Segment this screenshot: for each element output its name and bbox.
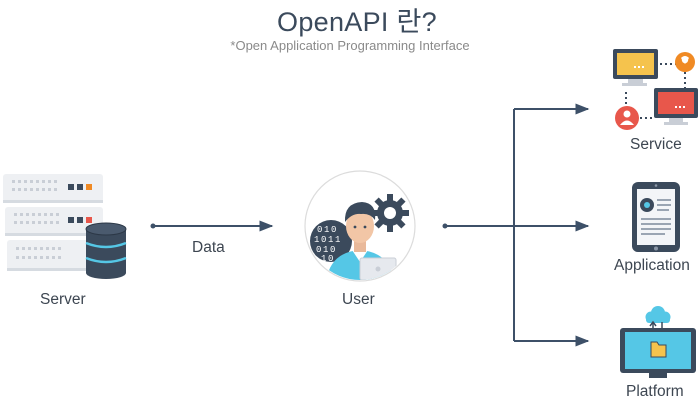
svg-text:0: 0 <box>321 235 326 245</box>
monitor-cloud-icon <box>620 306 696 378</box>
server-label: Server <box>40 291 86 308</box>
svg-text:0: 0 <box>330 245 335 255</box>
platform-label: Platform <box>626 383 684 400</box>
svg-text:1: 1 <box>321 254 326 264</box>
page-subtitle: *Open Application Programming Interface <box>230 38 470 53</box>
svg-text:0: 0 <box>316 245 321 255</box>
svg-text:1: 1 <box>324 225 329 235</box>
branch-arrows <box>442 103 590 347</box>
application-label: Application <box>614 257 690 274</box>
tablet-icon <box>632 182 680 252</box>
network-monitors-icon <box>613 49 698 130</box>
data-edge-label: Data <box>192 239 225 256</box>
user-label: User <box>342 291 375 308</box>
svg-text:1: 1 <box>328 235 333 245</box>
svg-text:1: 1 <box>335 235 340 245</box>
server-database-icon <box>3 174 127 279</box>
service-label: Service <box>630 136 682 153</box>
svg-text:1: 1 <box>314 235 319 245</box>
page-title: OpenAPI 란? <box>277 7 437 37</box>
svg-text:1: 1 <box>323 245 328 255</box>
data-arrow <box>150 220 274 232</box>
svg-text:0: 0 <box>331 225 336 235</box>
svg-text:0: 0 <box>328 254 333 264</box>
svg-text:0: 0 <box>317 225 322 235</box>
